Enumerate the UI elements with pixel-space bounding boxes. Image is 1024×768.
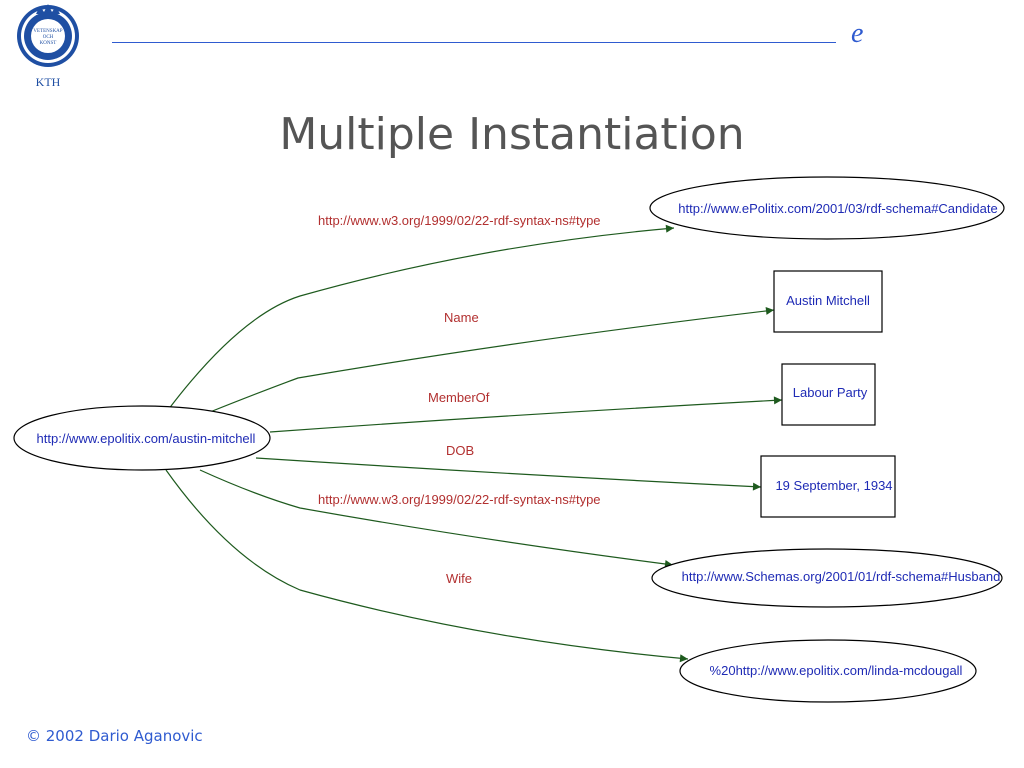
node-subject-label: http://www.epolitix.com/austin-mitchell — [37, 431, 256, 446]
header-letter: e — [851, 18, 864, 49]
logo-caption: KTH — [36, 75, 61, 89]
logo-text-line-2: OCH — [43, 35, 54, 40]
edge-label-type-1: http://www.w3.org/1999/02/22-rdf-syntax-… — [318, 213, 601, 228]
edge-label-dob: DOB — [446, 443, 474, 458]
node-husband-label: http://www.Schemas.org/2001/01/rdf-schem… — [682, 569, 1001, 584]
kth-logo: VETENSKAP OCH KONST KTH — [17, 4, 79, 89]
edge-label-name: Name — [444, 310, 479, 325]
edge-type-candidate — [167, 224, 675, 411]
header-rule — [112, 42, 836, 43]
node-candidate: http://www.ePolitix.com/2001/03/rdf-sche… — [649, 176, 1005, 240]
edge-type-husband — [199, 469, 674, 568]
node-dob-label: 19 September, 1934 — [775, 478, 892, 493]
slide-title: Multiple Instantiation — [279, 109, 745, 160]
edge-label-type-2: http://www.w3.org/1999/02/22-rdf-syntax-… — [318, 492, 601, 507]
logo-text-line-1: VETENSKAP — [33, 29, 62, 34]
node-name-literal: Austin Mitchell — [773, 270, 883, 333]
edge-member-of — [269, 396, 783, 433]
kth-crest-icon: VETENSKAP OCH KONST — [17, 4, 79, 67]
edge-label-member-of: MemberOf — [428, 390, 490, 405]
node-party-literal: Labour Party — [781, 363, 876, 426]
node-wife: %20http://www.epolitix.com/linda-mcdouga… — [679, 639, 977, 703]
node-party-label: Labour Party — [793, 385, 868, 400]
node-subject: http://www.epolitix.com/austin-mitchell — [13, 405, 271, 471]
node-candidate-label: http://www.ePolitix.com/2001/03/rdf-sche… — [678, 201, 997, 216]
edge-dob — [255, 457, 762, 491]
node-husband: http://www.Schemas.org/2001/01/rdf-schem… — [651, 548, 1003, 608]
node-dob-literal: 19 September, 1934 — [760, 455, 896, 518]
node-name-label: Austin Mitchell — [786, 293, 870, 308]
edge-name — [209, 306, 775, 413]
edge-wife — [165, 469, 689, 663]
logo-text-line-3: KONST — [40, 41, 57, 46]
node-wife-label: %20http://www.epolitix.com/linda-mcdouga… — [710, 663, 963, 678]
footer-copyright: © 2002 Dario Aganovic — [26, 727, 203, 745]
edge-label-wife: Wife — [446, 571, 472, 586]
